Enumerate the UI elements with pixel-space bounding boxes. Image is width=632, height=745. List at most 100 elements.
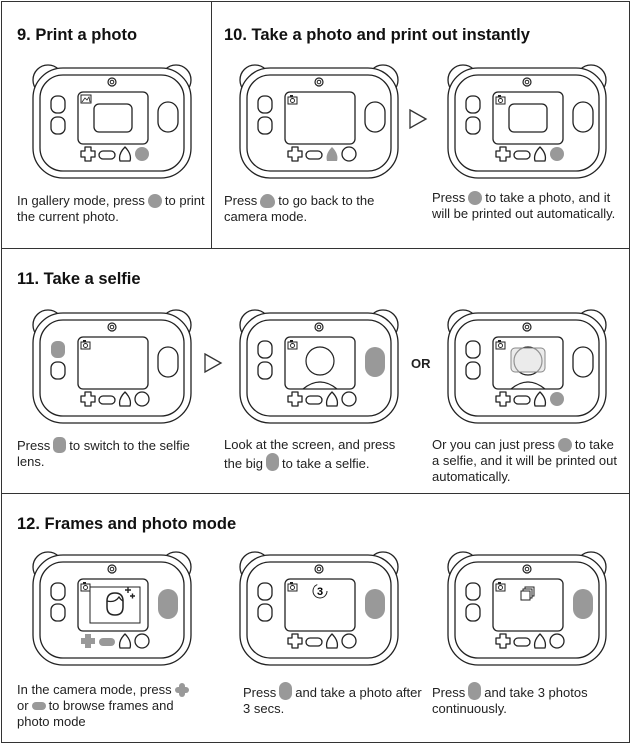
camera-screen [77, 336, 149, 390]
print-shutter-button [341, 146, 357, 162]
camera-illustration [443, 545, 611, 667]
camera-screen [284, 91, 356, 145]
caption-text: Press [243, 685, 277, 700]
selfie-button [257, 340, 273, 359]
pill-button-icon [31, 702, 46, 710]
dpad-button [81, 634, 95, 648]
camera-body [239, 312, 399, 424]
dpad-button [495, 633, 511, 649]
timer-value: 3 [317, 586, 323, 598]
divider [1, 493, 630, 494]
big-shutter-button [365, 347, 385, 377]
caption-text: Or you can just press [432, 437, 555, 452]
dpad-button [495, 391, 511, 407]
shutter-button-icon [557, 438, 572, 452]
camera-body [239, 67, 399, 179]
selfie-button [465, 340, 481, 359]
camera-illustration [28, 303, 196, 425]
camera-illustration [28, 545, 196, 667]
caption-text: and take 3 photos continuously. [432, 685, 588, 716]
print-shutter-button [550, 147, 564, 161]
big-shutter-button [157, 346, 179, 378]
dpad-button [287, 391, 303, 407]
selfie-button [465, 95, 481, 114]
mode-button [118, 391, 132, 407]
caption-text: to browse frames and photo mode [17, 698, 174, 729]
camera-body [447, 554, 607, 666]
big-button-icon [279, 682, 293, 700]
menu-button [513, 395, 531, 405]
next-step-arrow-icon [409, 108, 428, 130]
camera-screen [284, 578, 356, 632]
camera-mode-icon [495, 582, 506, 592]
camera-body [447, 67, 607, 179]
selfie-button [257, 582, 273, 601]
big-shutter-button [572, 101, 594, 133]
camera-screen [77, 578, 149, 632]
face-frame-icon [106, 587, 135, 616]
menu-button [99, 638, 115, 646]
caption-text: or [17, 698, 29, 713]
burst-icon [520, 586, 535, 601]
shutter-button-icon [468, 191, 483, 205]
camera-body [32, 67, 192, 179]
lens-icon [522, 564, 532, 574]
camera-illustration [443, 58, 611, 180]
mode-button [533, 633, 547, 649]
camera-illustration [443, 303, 611, 425]
menu-button [98, 150, 116, 160]
camera-screen [492, 336, 564, 390]
camera-screen [492, 91, 564, 145]
or-label: OR [411, 356, 431, 371]
dpad-button-icon [174, 683, 189, 697]
mode-button [325, 633, 339, 649]
lens-icon [522, 322, 532, 332]
caption-text: to print the current photo. [17, 193, 205, 224]
print-shutter-button [549, 633, 565, 649]
caption-text: In gallery mode, press [17, 193, 145, 208]
lens-icon [107, 77, 117, 87]
lens-icon [314, 322, 324, 332]
big-shutter-button [364, 101, 386, 133]
big-shutter-button [573, 589, 593, 619]
caption-text: In the camera mode, press [17, 682, 172, 697]
caption-text: to take a photo, and it will be printed … [432, 190, 616, 221]
selfie-button [50, 582, 66, 601]
caption-text: and take a photo after 3 secs. [243, 685, 422, 716]
shutter-button-icon [147, 194, 162, 208]
menu-button [305, 395, 323, 405]
dpad-button [80, 391, 96, 407]
selfie-button [51, 341, 65, 358]
camera-body [32, 554, 192, 666]
gallery-icon [80, 94, 92, 104]
menu-button [513, 637, 531, 647]
mode-button [326, 147, 338, 161]
caption-text: Look at the screen, and press the big [224, 437, 396, 471]
selfie-button [50, 95, 66, 114]
camera-illustration [235, 58, 403, 180]
camera-mode-icon [287, 340, 298, 350]
mode-button [533, 391, 547, 407]
selfie-button [257, 95, 273, 114]
camera-mode-icon [495, 95, 506, 105]
print-shutter-button [341, 633, 357, 649]
camera-body [239, 554, 399, 666]
menu-button [513, 150, 531, 160]
lens-icon [314, 564, 324, 574]
mode-button-icon [260, 194, 276, 208]
caption-text: to take a selfie, and it will be printed… [432, 437, 617, 484]
big-shutter-button [572, 346, 594, 378]
big-shutter-button [157, 101, 179, 133]
camera-mode-icon [287, 582, 298, 592]
camera-screen [492, 578, 564, 632]
lens-icon [522, 77, 532, 87]
lens-icon [107, 322, 117, 332]
